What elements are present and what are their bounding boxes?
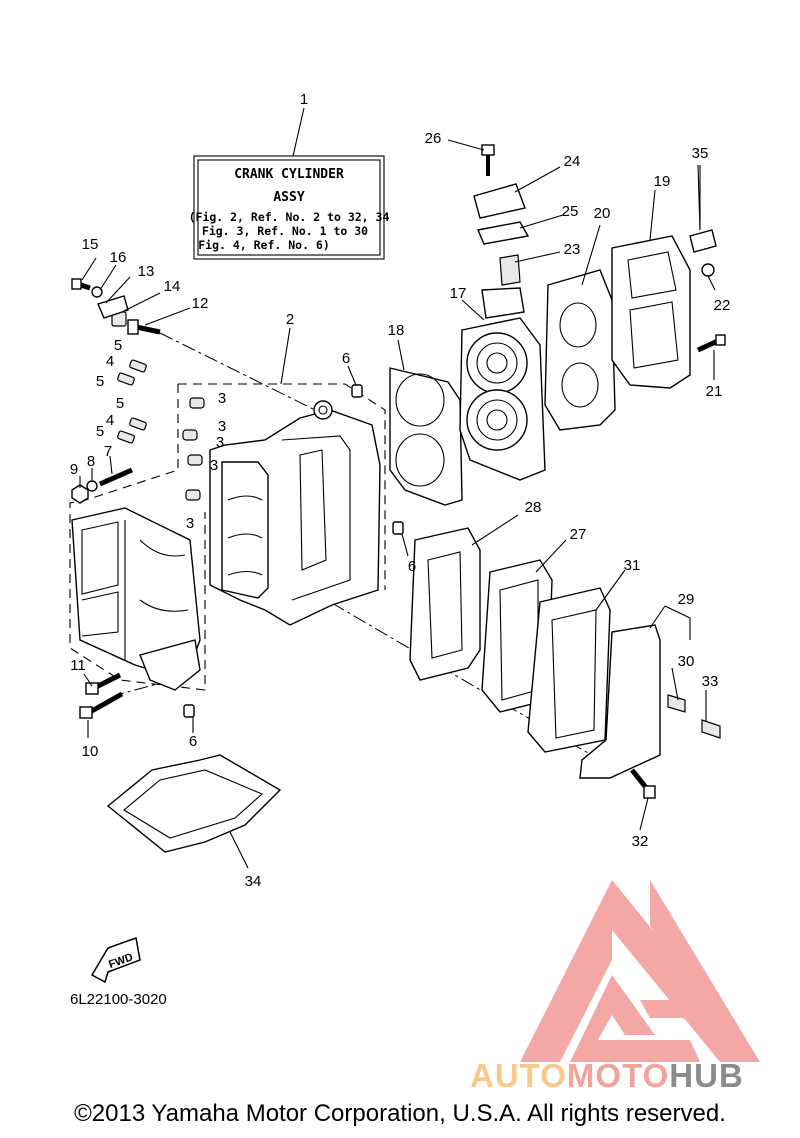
- callout-29: 29: [678, 591, 695, 608]
- callout-22: 22: [714, 297, 731, 314]
- callout-5a: 5: [114, 337, 122, 354]
- callout-6c: 6: [189, 733, 197, 750]
- callout-31: 31: [624, 557, 641, 574]
- callout-6a: 6: [342, 350, 350, 367]
- callout-28: 28: [525, 499, 542, 516]
- callout-5c: 5: [116, 395, 124, 412]
- callout-35: 35: [692, 145, 709, 162]
- watermark-moto: MOTO: [566, 1057, 670, 1094]
- callout-12: 12: [192, 295, 209, 312]
- callout-19: 19: [654, 173, 671, 190]
- callout-8: 8: [87, 453, 95, 470]
- callout-20: 20: [594, 205, 611, 222]
- callout-32: 32: [632, 833, 649, 850]
- callout-3c: 3: [216, 434, 224, 451]
- callout-13: 13: [138, 263, 155, 280]
- callout-4a: 4: [106, 353, 114, 370]
- callout-25: 25: [562, 203, 579, 220]
- callout-1: 1: [300, 91, 308, 108]
- box-line-3: (Fig. 2, Ref. No. 2 to 32, 34: [189, 210, 390, 224]
- parts-drawing: [69, 144, 726, 984]
- callout-26: 26: [425, 130, 442, 147]
- part-number: 6L22100-3020: [70, 991, 167, 1008]
- watermark-auto: AUTO: [470, 1057, 567, 1094]
- callout-2: 2: [286, 311, 294, 328]
- watermark-text: AUTOMOTOHUB: [470, 1057, 744, 1095]
- box-line-4: Fig. 3, Ref. No. 1 to 30: [202, 224, 368, 238]
- callout-14: 14: [164, 278, 181, 295]
- callout-6b: 6: [408, 558, 416, 575]
- callout-17: 17: [450, 285, 467, 302]
- callout-27: 27: [570, 526, 587, 543]
- watermark-hub: HUB: [669, 1057, 744, 1094]
- callout-3b: 3: [218, 418, 226, 435]
- callout-34: 34: [245, 873, 262, 890]
- leader-lines: [79, 139, 716, 869]
- callout-3d: 3: [210, 457, 218, 474]
- callout-5b: 5: [96, 373, 104, 390]
- callout-numbers: 1 2 3 3 3 3 3 4 4 5 5 5 5 6 6 6 7 8 9 10…: [70, 91, 731, 890]
- callout-16: 16: [110, 249, 127, 266]
- callout-3e: 3: [186, 515, 194, 532]
- callout-7: 7: [104, 443, 112, 460]
- callout-10: 10: [82, 743, 99, 760]
- callout-3a: 3: [218, 390, 226, 407]
- callout-30: 30: [678, 653, 695, 670]
- callout-4b: 4: [106, 412, 114, 429]
- callout-21: 21: [706, 383, 723, 400]
- callout-23: 23: [564, 241, 581, 258]
- callout-33: 33: [702, 673, 719, 690]
- box-line-2: ASSY: [273, 190, 304, 205]
- copyright-notice: ©2013 Yamaha Motor Corporation, U.S.A. A…: [74, 1100, 726, 1127]
- callout-15: 15: [82, 236, 99, 253]
- callout-5d: 5: [96, 423, 104, 440]
- watermark-logo: [520, 880, 760, 1062]
- assembly-title-box: CRANK CYLINDER ASSY (Fig. 2, Ref. No. 2 …: [189, 107, 390, 260]
- callout-18: 18: [388, 322, 405, 339]
- callout-24: 24: [564, 153, 581, 170]
- callout-9: 9: [70, 461, 78, 478]
- box-line-1: CRANK CYLINDER: [234, 167, 344, 182]
- box-line-5: Fig. 4, Ref. No. 6): [198, 238, 330, 252]
- callout-11: 11: [70, 657, 86, 674]
